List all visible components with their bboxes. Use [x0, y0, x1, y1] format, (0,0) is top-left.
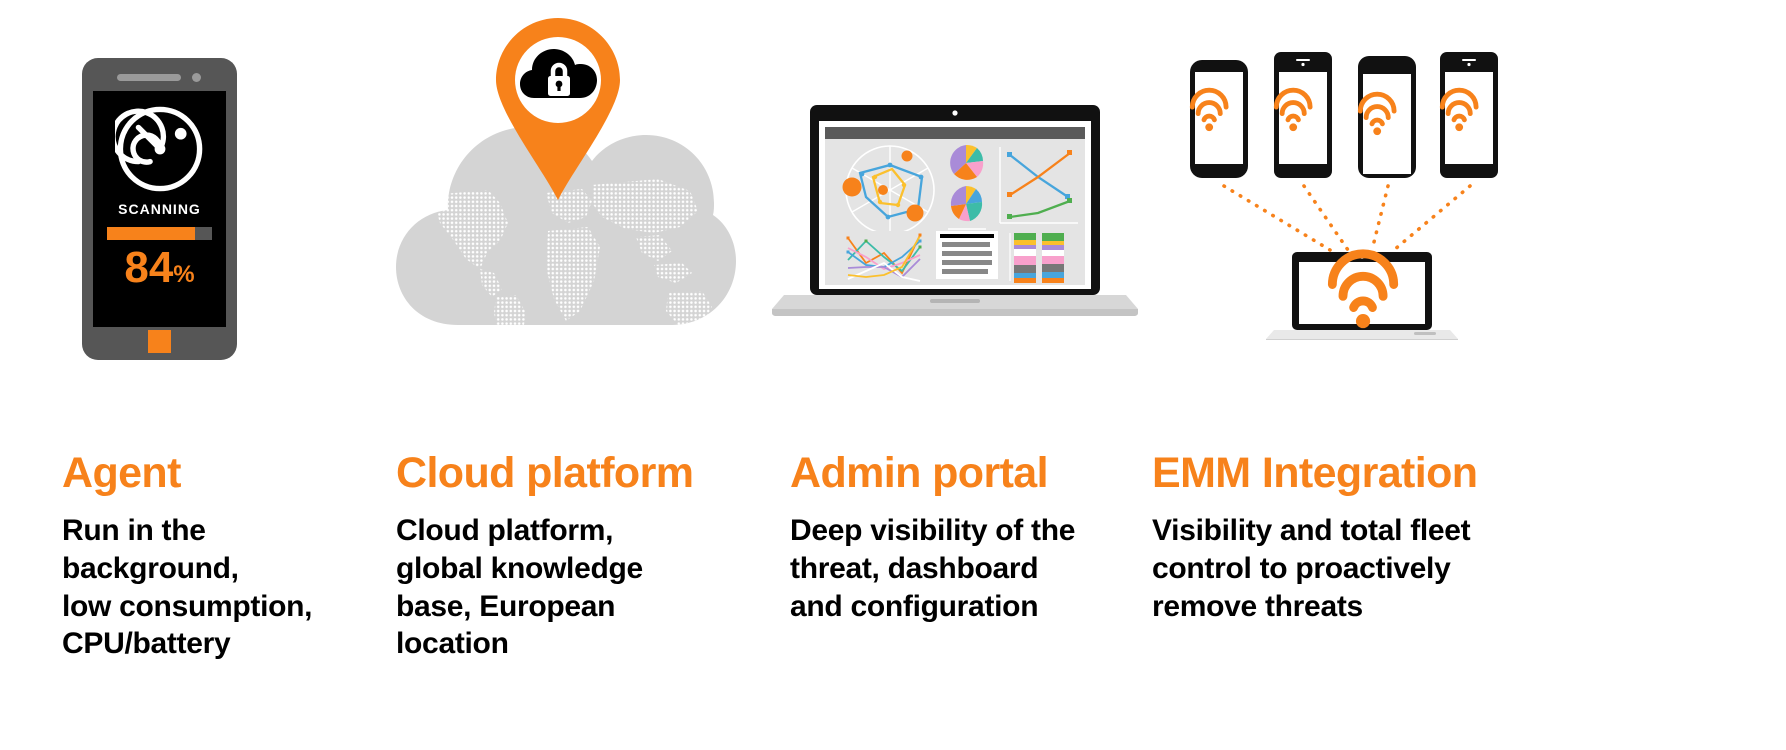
emm-graphic	[1152, 0, 1572, 400]
cloud-title: Cloud platform	[396, 449, 694, 497]
admin-caption: Admin portal Deep visibility of the thre…	[790, 452, 1075, 625]
dashboard-titlebar	[825, 127, 1085, 139]
laptop-trackpad-notch	[930, 299, 980, 303]
fleet-phone-3[interactable]	[1358, 56, 1416, 178]
column-admin: Admin portal Deep visibility of the thre…	[772, 0, 1140, 750]
emm-caption: EMM Integration Visibility and total fle…	[1152, 449, 1478, 625]
hub-laptop[interactable]	[1266, 252, 1458, 345]
device-fleet-illustration	[1182, 40, 1542, 345]
laptop-webcam-icon	[952, 110, 958, 116]
scan-progress-percent: 84%	[93, 246, 226, 290]
cloud-world-map	[396, 127, 736, 325]
phone-speaker	[117, 74, 181, 81]
laptop-dashboard	[772, 105, 1138, 316]
map-pin-icon	[496, 18, 620, 200]
column-agent: SCANNING 84% Agent Run in the background…	[62, 0, 392, 750]
line-chart-right	[998, 145, 1080, 225]
phone-home-button[interactable]	[148, 330, 171, 353]
cloud-lock-icon	[520, 49, 597, 98]
fleet-phone-4[interactable]	[1440, 52, 1498, 178]
pie-chart-top	[950, 144, 984, 180]
scan-progress-bar	[107, 227, 212, 240]
emm-body: Visibility and total fleet control to pr…	[1152, 514, 1471, 623]
text-block-card	[936, 231, 998, 279]
laptop-base-lip	[772, 309, 1138, 316]
smartphone-illustration: SCANNING 84%	[82, 58, 237, 360]
scan-progress-fill	[107, 227, 196, 240]
agent-graphic: SCANNING 84%	[62, 0, 392, 400]
fleet-phone-2[interactable]	[1274, 52, 1332, 178]
agent-caption: Agent Run in the background, low consump…	[62, 452, 312, 663]
pie-chart-bottom	[950, 185, 983, 222]
cloud-caption: Cloud platform Cloud platform, global kn…	[396, 449, 694, 663]
scanning-status-label: SCANNING	[118, 201, 201, 217]
admin-graphic	[772, 0, 1140, 400]
percent-value: 84	[124, 243, 174, 292]
phone-screen: SCANNING 84%	[93, 91, 226, 327]
world-map-dotted	[432, 179, 712, 325]
stacked-bar-1	[1014, 233, 1036, 283]
column-emm: EMM Integration Visibility and total fle…	[1152, 0, 1572, 750]
stacked-bar-2	[1042, 233, 1064, 283]
emm-title: EMM Integration	[1152, 449, 1478, 497]
laptop-illustration	[770, 105, 1170, 340]
admin-title: Admin portal	[790, 449, 1049, 497]
agent-body: Run in the background, low consumption, …	[62, 514, 313, 661]
agent-title: Agent	[62, 449, 181, 497]
device-fleet-wifi	[1182, 52, 1498, 345]
radar-scan-icon	[115, 106, 203, 192]
multi-line-chart	[844, 231, 928, 283]
fleet-phone-1[interactable]	[1190, 60, 1248, 178]
column-cloud: Cloud platform Cloud platform, global kn…	[396, 0, 796, 750]
cloud-graphic	[396, 0, 796, 400]
admin-body: Deep visibility of the threat, dashboard…	[790, 514, 1076, 623]
connector-lines	[1222, 184, 1472, 252]
cloud-illustration	[396, 18, 736, 345]
percent-symbol: %	[173, 261, 195, 288]
stacked-bar-chart	[1006, 231, 1080, 283]
phone-camera-icon	[192, 73, 201, 82]
cloud-body: Cloud platform, global knowledge base, E…	[396, 514, 643, 661]
